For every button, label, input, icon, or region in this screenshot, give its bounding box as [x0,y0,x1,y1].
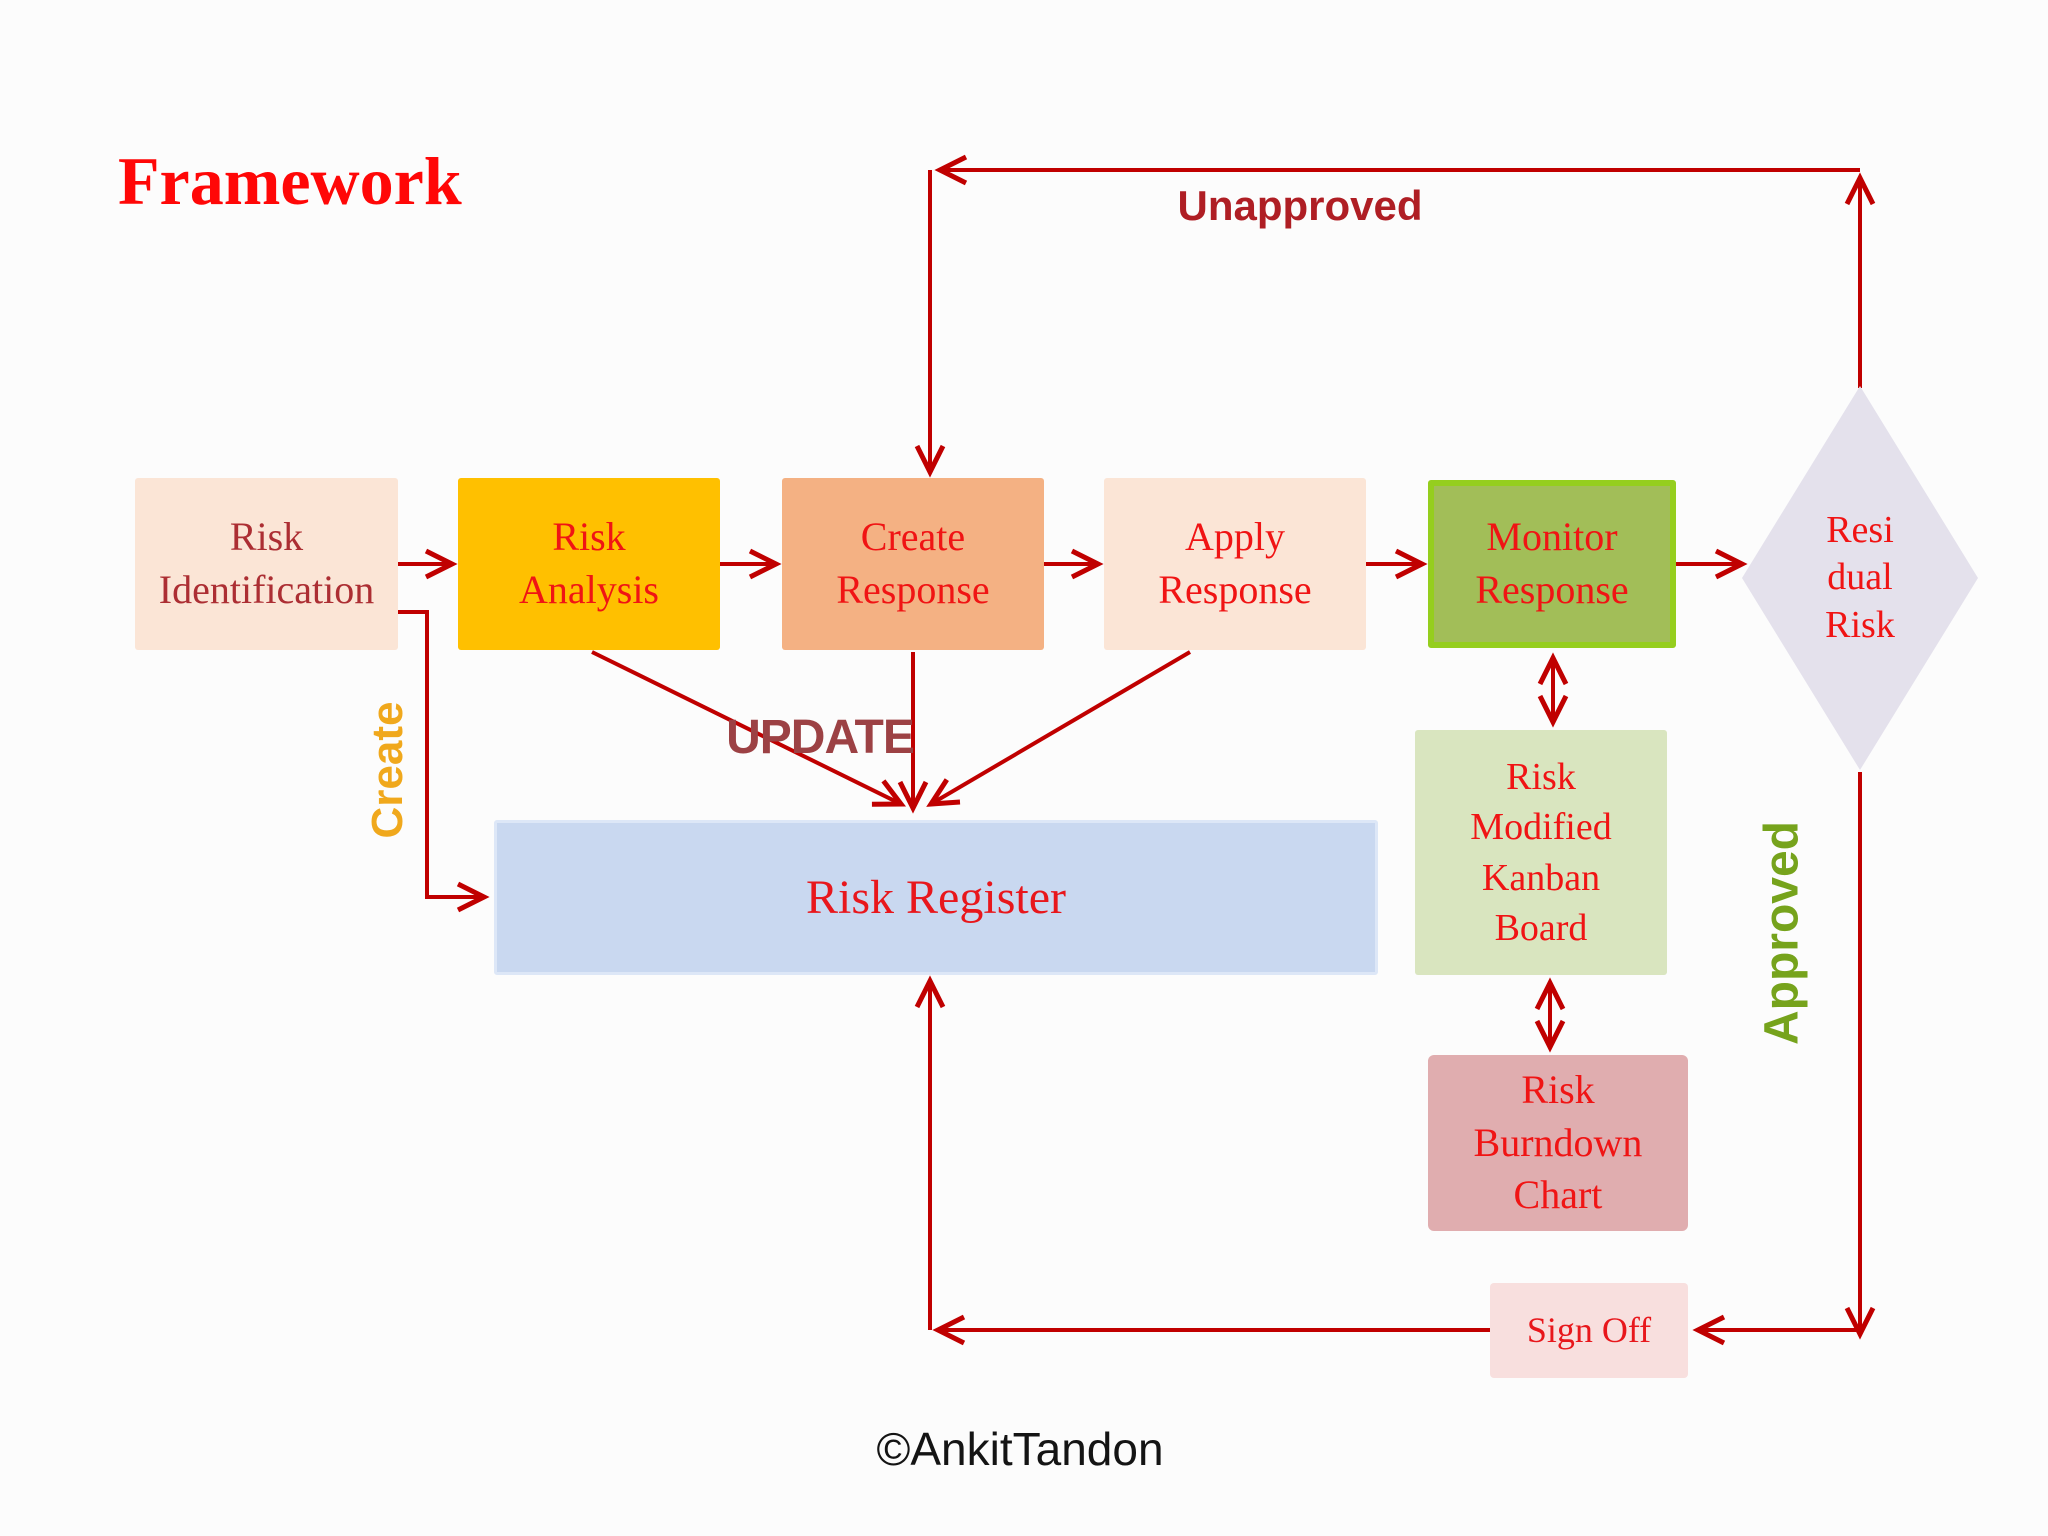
node-create-response: Create Response [782,478,1044,650]
edge-label-update: UPDATE [726,711,915,764]
node-sign-off: Sign Off [1490,1283,1688,1378]
edge-label-create: Create [363,701,412,839]
edge-label-unapproved: Unapproved [1177,182,1423,229]
node-risk-burndown-chart: Risk Burndown Chart [1428,1055,1688,1231]
node-risk-modified-kanban-board: Risk Modified Kanban Board [1415,730,1667,975]
edge-label-approved: Approved [1755,820,1809,1046]
page-title: Framework [118,143,462,219]
node-risk-identification: Risk Identification [135,478,398,650]
copyright-credit: ©AnkitTandon [876,1423,1164,1475]
edge-create-to-register [398,610,490,913]
node-apply-response: Apply Response [1104,478,1366,650]
edge-update-from-analysis [591,650,907,807]
node-monitor-response: Monitor Response [1428,480,1676,648]
node-risk-register: Risk Register [494,820,1378,975]
edge-update-from-apply [926,650,1192,807]
node-risk-analysis: Risk Analysis [458,478,720,650]
